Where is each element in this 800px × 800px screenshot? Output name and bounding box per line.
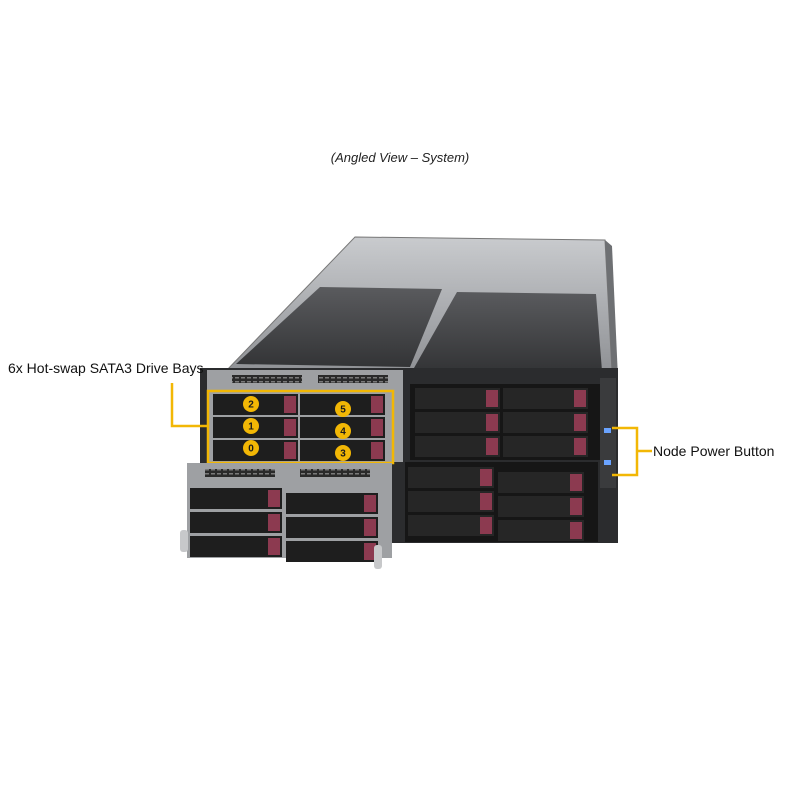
power-button-bottom [604, 460, 611, 465]
bay-marker-1 [243, 418, 259, 434]
power-button-callout: Node Power Button [653, 443, 775, 459]
top-panel-left [236, 287, 442, 367]
bay-marker-3 [335, 445, 351, 461]
bay-label-4: 4 [340, 427, 346, 438]
view-caption: (Angled View – System) [330, 150, 470, 165]
node-top-left [207, 370, 403, 462]
bay-label-5: 5 [340, 405, 346, 416]
bay-label-3: 3 [340, 449, 346, 460]
bay-number-markers: 2 1 0 5 4 3 [243, 396, 351, 461]
bay-label-2: 2 [248, 400, 254, 411]
bay-marker-4 [335, 423, 351, 439]
power-button-top [604, 428, 611, 433]
bay-marker-2 [243, 396, 259, 412]
top-panel-right [414, 292, 602, 371]
chassis-side [605, 240, 618, 378]
node-bottom-right [405, 462, 598, 542]
bay-label-1: 1 [248, 422, 254, 433]
drive-bays-callout: 6x Hot-swap SATA3 Drive Bays [8, 360, 204, 376]
node-bottom-left [180, 463, 392, 569]
bay-marker-0 [243, 440, 259, 456]
bay-label-0: 0 [248, 444, 254, 455]
bay-marker-5 [335, 401, 351, 417]
node-top-right [410, 384, 600, 460]
drive-bays-leader-line [170, 383, 208, 428]
